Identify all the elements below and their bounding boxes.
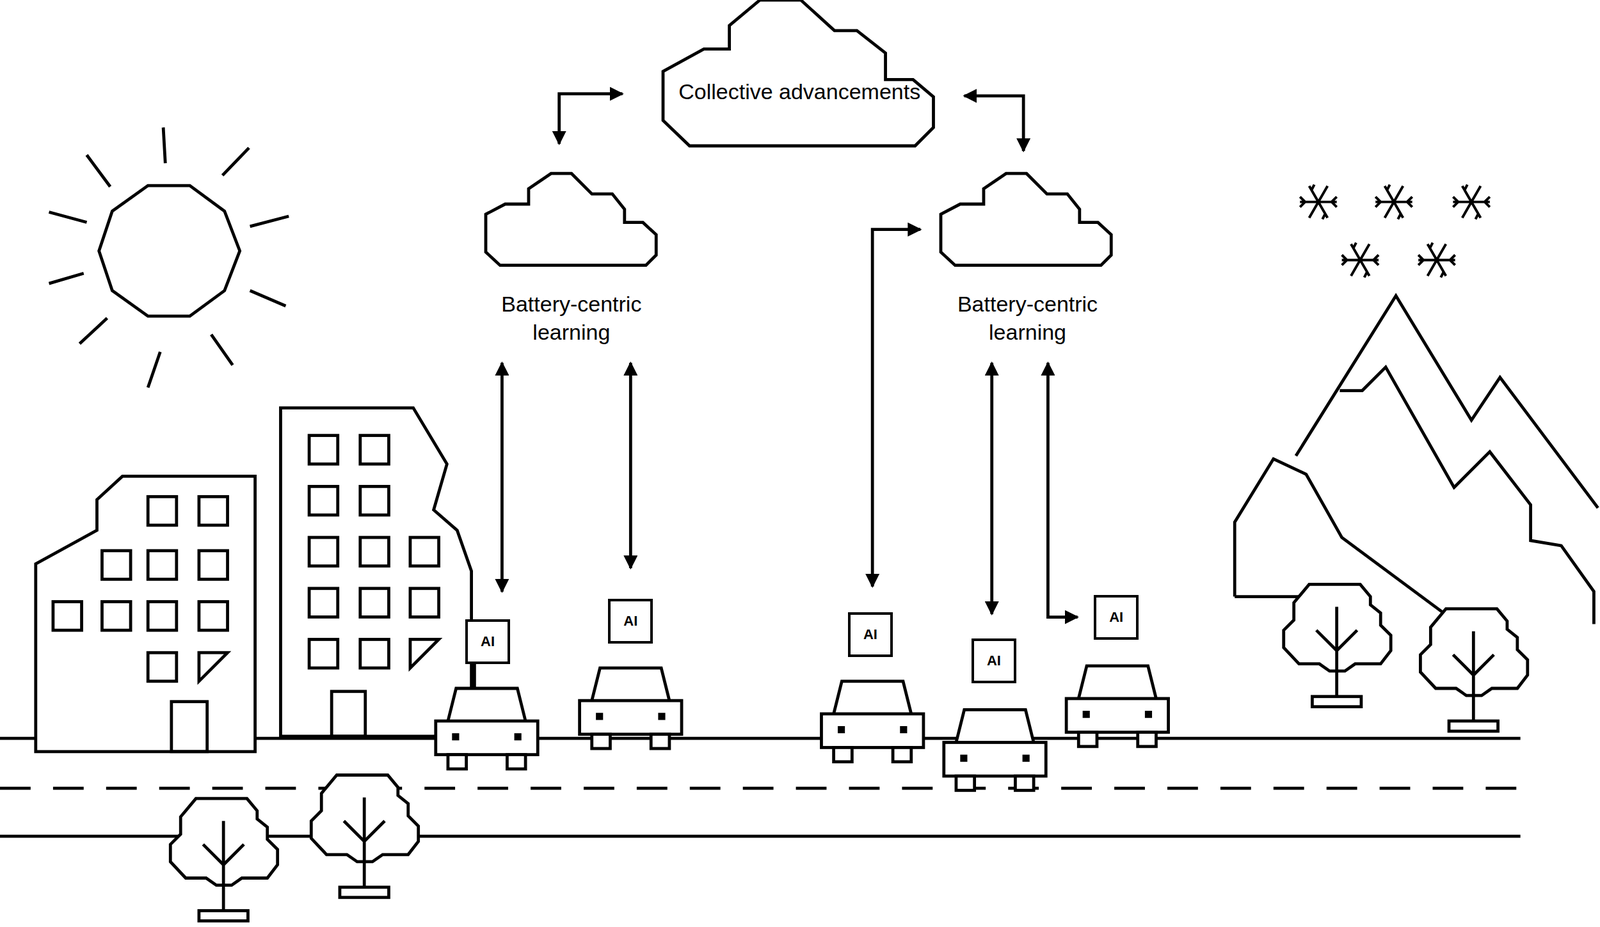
- car: [944, 709, 1046, 791]
- car: [435, 666, 1169, 791]
- building: [309, 588, 338, 618]
- building: [147, 551, 177, 580]
- building: [35, 476, 256, 752]
- building: [360, 486, 390, 516]
- snowflake: [1418, 242, 1455, 278]
- ai-label: AI: [863, 627, 878, 642]
- snowflake: [1375, 184, 1412, 220]
- building: [360, 639, 390, 669]
- snowflake: [1342, 242, 1379, 278]
- road: [0, 787, 1521, 791]
- car: [821, 681, 923, 763]
- tree: [1283, 584, 1391, 707]
- building: [147, 601, 177, 631]
- learning-cloud: Battery-centric learning: [940, 171, 1115, 349]
- tree: [311, 775, 418, 898]
- ai-label: AI: [480, 634, 495, 649]
- ai-label: AI: [986, 654, 1001, 669]
- building: [147, 496, 177, 526]
- cloud-outline: [485, 171, 658, 267]
- cloud-heading: Battery-centric learning: [925, 289, 1131, 347]
- building: [199, 496, 228, 526]
- double-arrow: [559, 94, 623, 144]
- antenna-pole: [472, 664, 477, 689]
- building: [309, 486, 338, 516]
- sun: [49, 127, 290, 388]
- building: [410, 639, 440, 669]
- building: [309, 537, 338, 567]
- car: [579, 668, 682, 749]
- cloud-text: Collective advancements: [678, 77, 921, 106]
- cloud-outline: [940, 173, 1112, 265]
- cloud-outline: [663, 0, 936, 148]
- building: [199, 551, 228, 580]
- building: [147, 652, 177, 682]
- building: [280, 408, 472, 737]
- cloud-heading: Battery-centric learning: [925, 289, 1131, 347]
- double-arrow: [990, 362, 994, 615]
- learning-cloud: Battery-centric learning: [485, 171, 658, 349]
- building: [410, 588, 440, 618]
- tree: [170, 798, 278, 921]
- cloud-outline: [485, 173, 656, 265]
- double-arrow: [872, 229, 921, 587]
- car: [1066, 666, 1168, 747]
- snowflake: [1299, 184, 1490, 278]
- mountains: [1339, 367, 1594, 625]
- building: [331, 691, 366, 737]
- ai-box: AI: [848, 612, 893, 658]
- building: [35, 476, 256, 752]
- building: [410, 537, 440, 567]
- mountains: [1234, 295, 1599, 624]
- snowflake: [1299, 184, 1337, 220]
- double-arrow: [629, 362, 633, 569]
- building: [360, 588, 390, 618]
- double-arrow: [500, 362, 504, 592]
- cloud-outline: [940, 171, 1115, 267]
- tree: [170, 584, 1528, 921]
- collective-cloud: Collective advancements: [663, 0, 936, 148]
- cloud-heading: Battery-centric learning: [469, 289, 674, 347]
- car: [435, 688, 538, 770]
- building: [199, 601, 228, 631]
- ai-box: AI: [971, 638, 1017, 684]
- building: [53, 601, 82, 631]
- cloud-text: Collective advancements: [663, 0, 936, 148]
- building: [101, 551, 131, 580]
- cloud-outline: [663, 0, 934, 146]
- ai-label: AI: [623, 614, 638, 629]
- building: [360, 435, 390, 465]
- double-arrow: [964, 96, 1024, 152]
- snowflake: [1452, 184, 1490, 220]
- sun: [99, 185, 240, 317]
- tree: [1420, 609, 1528, 732]
- ai-label: AI: [1109, 610, 1124, 625]
- building: [360, 537, 390, 567]
- building: [280, 408, 472, 737]
- ai-box: AI: [1093, 595, 1139, 640]
- cloud-heading: Battery-centric learning: [469, 289, 674, 347]
- building: [309, 639, 338, 669]
- antenna-pole: [472, 664, 477, 689]
- building: [199, 652, 228, 682]
- building: [309, 435, 338, 465]
- sun: [49, 127, 290, 388]
- double-arrow: [1047, 362, 1078, 617]
- ai-box: AI: [465, 619, 511, 665]
- building: [171, 702, 208, 752]
- building: [101, 601, 131, 631]
- ai-box: AI: [608, 599, 653, 644]
